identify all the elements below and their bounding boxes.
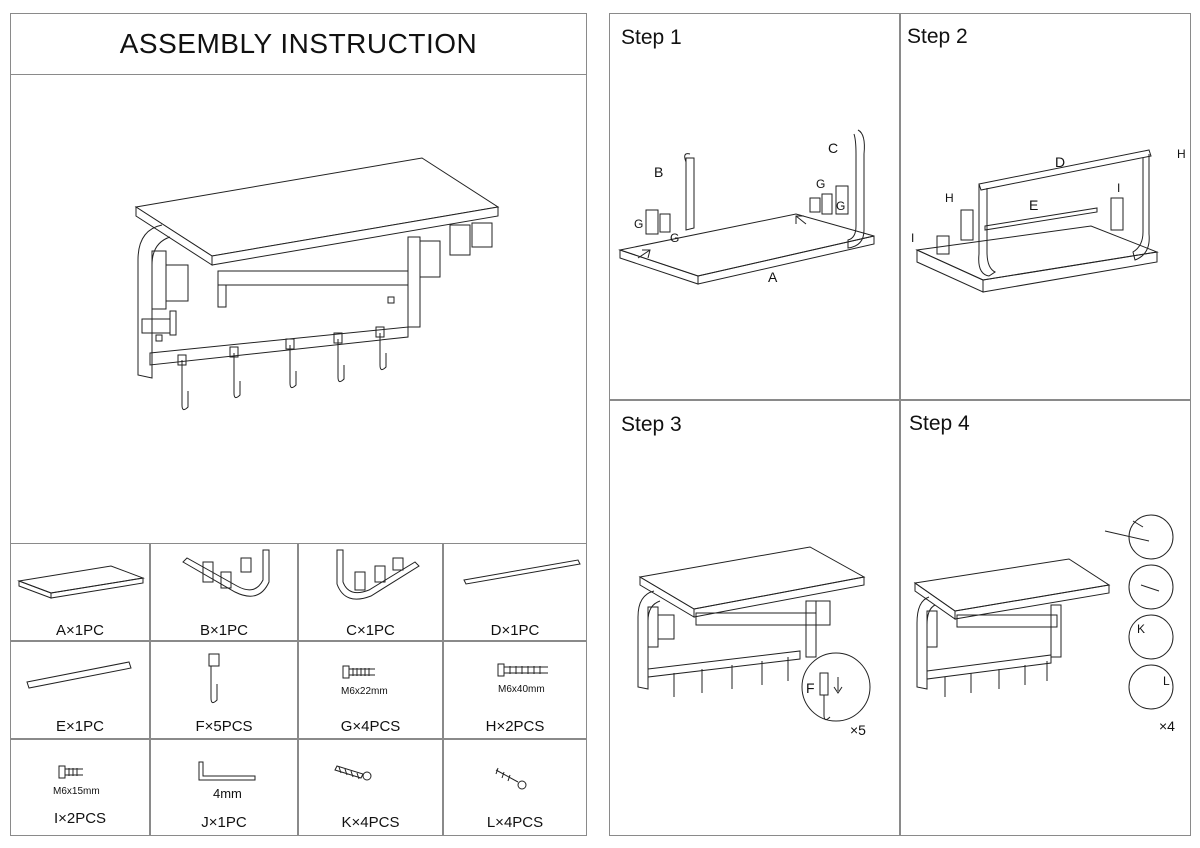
part-caption: B×1PC <box>200 622 248 639</box>
part-label-c: C <box>828 140 838 156</box>
page-title-text: ASSEMBLY INSTRUCTION <box>119 28 478 59</box>
screw-size: M6x40mm <box>498 684 545 695</box>
step-1-panel: Step 1 B C A G G G G <box>609 13 900 400</box>
part-cell-a: A×1PC <box>10 543 150 641</box>
part-caption: J×1PC <box>201 814 247 831</box>
part-label-g: G <box>816 177 825 191</box>
part-label-l: L <box>1163 674 1170 688</box>
step-1-label: Step 1 <box>621 26 682 49</box>
part-caption: K×4PCS <box>341 814 400 831</box>
part-label-h: H <box>1177 147 1186 161</box>
step-4-diagram: K L ×4 <box>901 401 1175 734</box>
part-caption: E×1PC <box>56 718 104 735</box>
step-2-label: Step 2 <box>907 25 968 48</box>
screw-size: M6x22mm <box>341 686 388 697</box>
step-4-label: Step 4 <box>909 412 970 435</box>
step-3-panel: Step 3 F ×5 <box>609 400 900 836</box>
part-label-h: H <box>945 191 954 205</box>
key-size: 4mm <box>213 786 242 801</box>
screw-icon <box>11 740 151 784</box>
step-4-panel: Step 4 K L ×4 <box>900 400 1191 836</box>
screw-icon <box>444 642 588 682</box>
assembled-shelf-illustration <box>10 75 587 543</box>
part-cell-f: F×5PCS <box>150 641 298 739</box>
part-label-f: F <box>806 680 815 696</box>
step-3-diagram: F ×5 <box>610 401 901 738</box>
part-label-g: G <box>634 217 643 231</box>
part-cell-b: B×1PC <box>150 543 298 641</box>
part-label-k: K <box>1137 622 1145 636</box>
part-cell-i: M6x15mm I×2PCS <box>10 739 150 836</box>
part-caption: F×5PCS <box>195 718 253 735</box>
part-cell-g: M6x22mm G×4PCS <box>298 641 443 739</box>
wood-screw-icon <box>444 740 588 800</box>
wall-anchor-icon <box>299 740 444 800</box>
part-caption: A×1PC <box>56 622 104 639</box>
part-caption: C×1PC <box>346 622 395 639</box>
part-cell-k: K×4PCS <box>298 739 443 836</box>
part-caption: L×4PCS <box>486 814 544 831</box>
part-caption: G×4PCS <box>340 718 401 735</box>
shelf-board-icon <box>11 544 151 614</box>
part-label-i: I <box>1117 181 1120 195</box>
step-3-label: Step 3 <box>621 413 682 436</box>
part-cell-d: D×1PC <box>443 543 587 641</box>
screw-size: M6x15mm <box>53 786 100 797</box>
part-label-b: B <box>654 164 663 180</box>
part-label-g: G <box>670 231 679 245</box>
right-bracket-icon <box>299 544 444 614</box>
step-2-panel: Step 2 D E H H I I <box>900 13 1191 400</box>
part-caption: I×2PCS <box>53 810 107 827</box>
part-cell-c: C×1PC <box>298 543 443 641</box>
rail-bar-icon <box>444 544 588 614</box>
part-label-a: A <box>768 269 778 285</box>
step-1-diagram: B C A G G G G <box>610 14 901 285</box>
page-title: ASSEMBLY INSTRUCTION <box>10 13 587 75</box>
left-bracket-icon <box>151 544 299 614</box>
allen-key-icon <box>151 740 299 784</box>
part-cell-j: 4mm J×1PC <box>150 739 298 836</box>
step-2-diagram: D E H H I I <box>911 147 1186 401</box>
part-label-e: E <box>1029 197 1038 213</box>
hook-icon <box>151 642 299 712</box>
step-4-multiplier: ×4 <box>1159 718 1175 734</box>
part-cell-l: L×4PCS <box>443 739 587 836</box>
screw-icon <box>299 642 444 686</box>
part-label-i: I <box>911 231 914 245</box>
step-3-multiplier: ×5 <box>850 722 866 738</box>
rod-icon <box>11 642 151 712</box>
part-cell-e: E×1PC <box>10 641 150 739</box>
part-caption: D×1PC <box>490 622 540 639</box>
part-caption: H×2PCS <box>485 718 545 735</box>
part-label-d: D <box>1055 154 1065 170</box>
part-label-g: G <box>836 199 845 213</box>
part-cell-h: M6x40mm H×2PCS <box>443 641 587 739</box>
